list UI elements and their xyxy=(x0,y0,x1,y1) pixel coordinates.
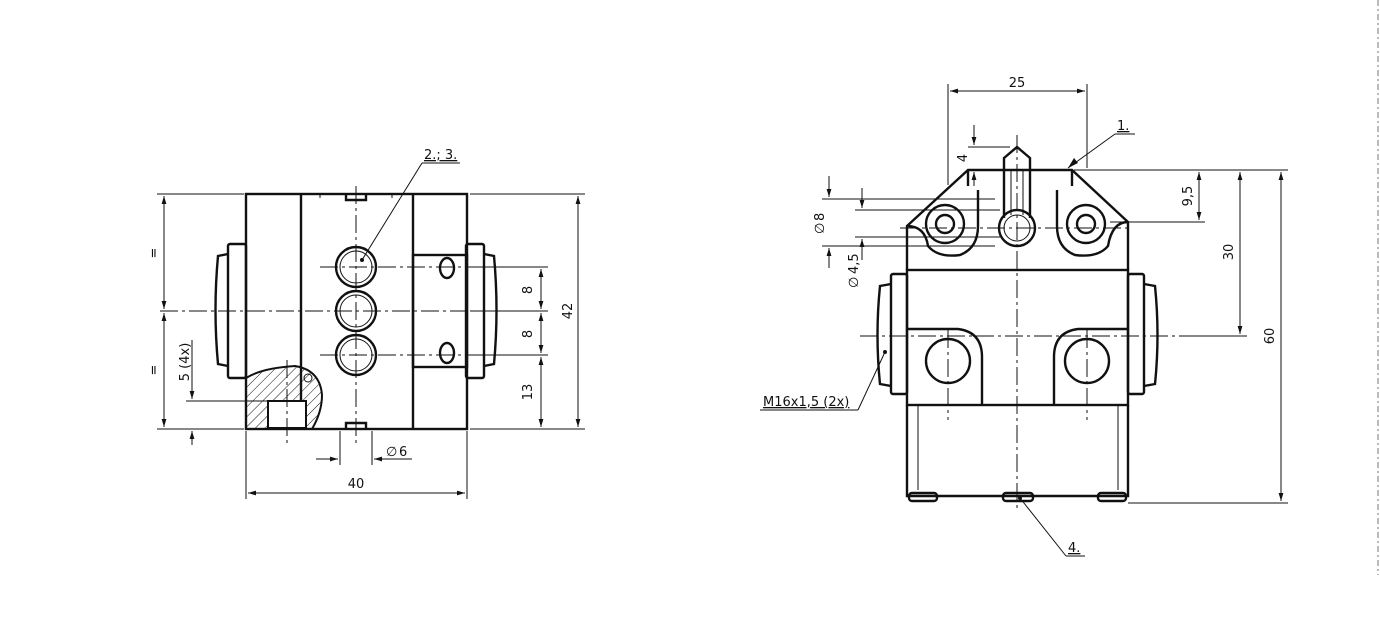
dim-width: 40 xyxy=(348,477,365,492)
boss-right xyxy=(1052,327,1128,405)
dim-top-width: 25 xyxy=(1009,76,1026,91)
dim-hole-diameter: ∅ 6 xyxy=(386,445,407,460)
callout-thread: M16x1,5 (2x) xyxy=(763,395,849,410)
dim-thread-depth: 5 (4x) xyxy=(178,343,193,382)
front-view: = = 5 (4x) 8 8 13 42 ∅ 6 xyxy=(147,148,585,499)
foot-right xyxy=(1096,491,1128,503)
slot-ellipse-bottom xyxy=(438,341,456,365)
right-boss-cap xyxy=(483,252,498,368)
dim-plunger-height: 4 xyxy=(956,154,971,162)
dim-eq-lower: = xyxy=(147,365,162,376)
dim-slot-diameter: ∅ 4,5 xyxy=(847,253,862,288)
dim-overall-height: 60 xyxy=(1263,328,1278,345)
boss-left xyxy=(907,327,984,405)
roller-right xyxy=(1065,203,1107,245)
dim-total-height: 42 xyxy=(561,303,576,320)
svg-text:∅: ∅ xyxy=(813,223,828,234)
foot-center xyxy=(1001,491,1035,503)
dim-center-height: 30 xyxy=(1222,244,1237,261)
svg-text:4,5: 4,5 xyxy=(847,253,862,274)
dim-pitch-1: 8 xyxy=(521,286,536,294)
dim-pitch-2: 8 xyxy=(521,330,536,338)
dim-slot-width: ∅ 8 xyxy=(813,213,828,234)
left-boss-cap xyxy=(214,252,229,368)
svg-text:8: 8 xyxy=(813,213,828,221)
foot-left xyxy=(907,491,939,503)
svg-text:∅: ∅ xyxy=(847,277,862,288)
side-view: 25 4 ∅ 8 ∅ 4,5 9,5 30 xyxy=(760,76,1288,557)
callout-item-1: 1. xyxy=(1117,119,1129,134)
dim-top-offset: 9,5 xyxy=(1181,186,1196,207)
roller-left xyxy=(924,203,966,245)
slot-ellipse-top xyxy=(438,256,456,280)
callout-item-4: 4. xyxy=(1068,541,1080,556)
callout-items-2-3: 2.; 3. xyxy=(424,148,457,163)
side-head xyxy=(905,168,1130,270)
svg-text:6: 6 xyxy=(399,445,407,460)
dim-bottom-offset: 13 xyxy=(521,384,536,401)
svg-text:∅: ∅ xyxy=(386,445,397,460)
dim-eq-upper: = xyxy=(147,248,162,259)
